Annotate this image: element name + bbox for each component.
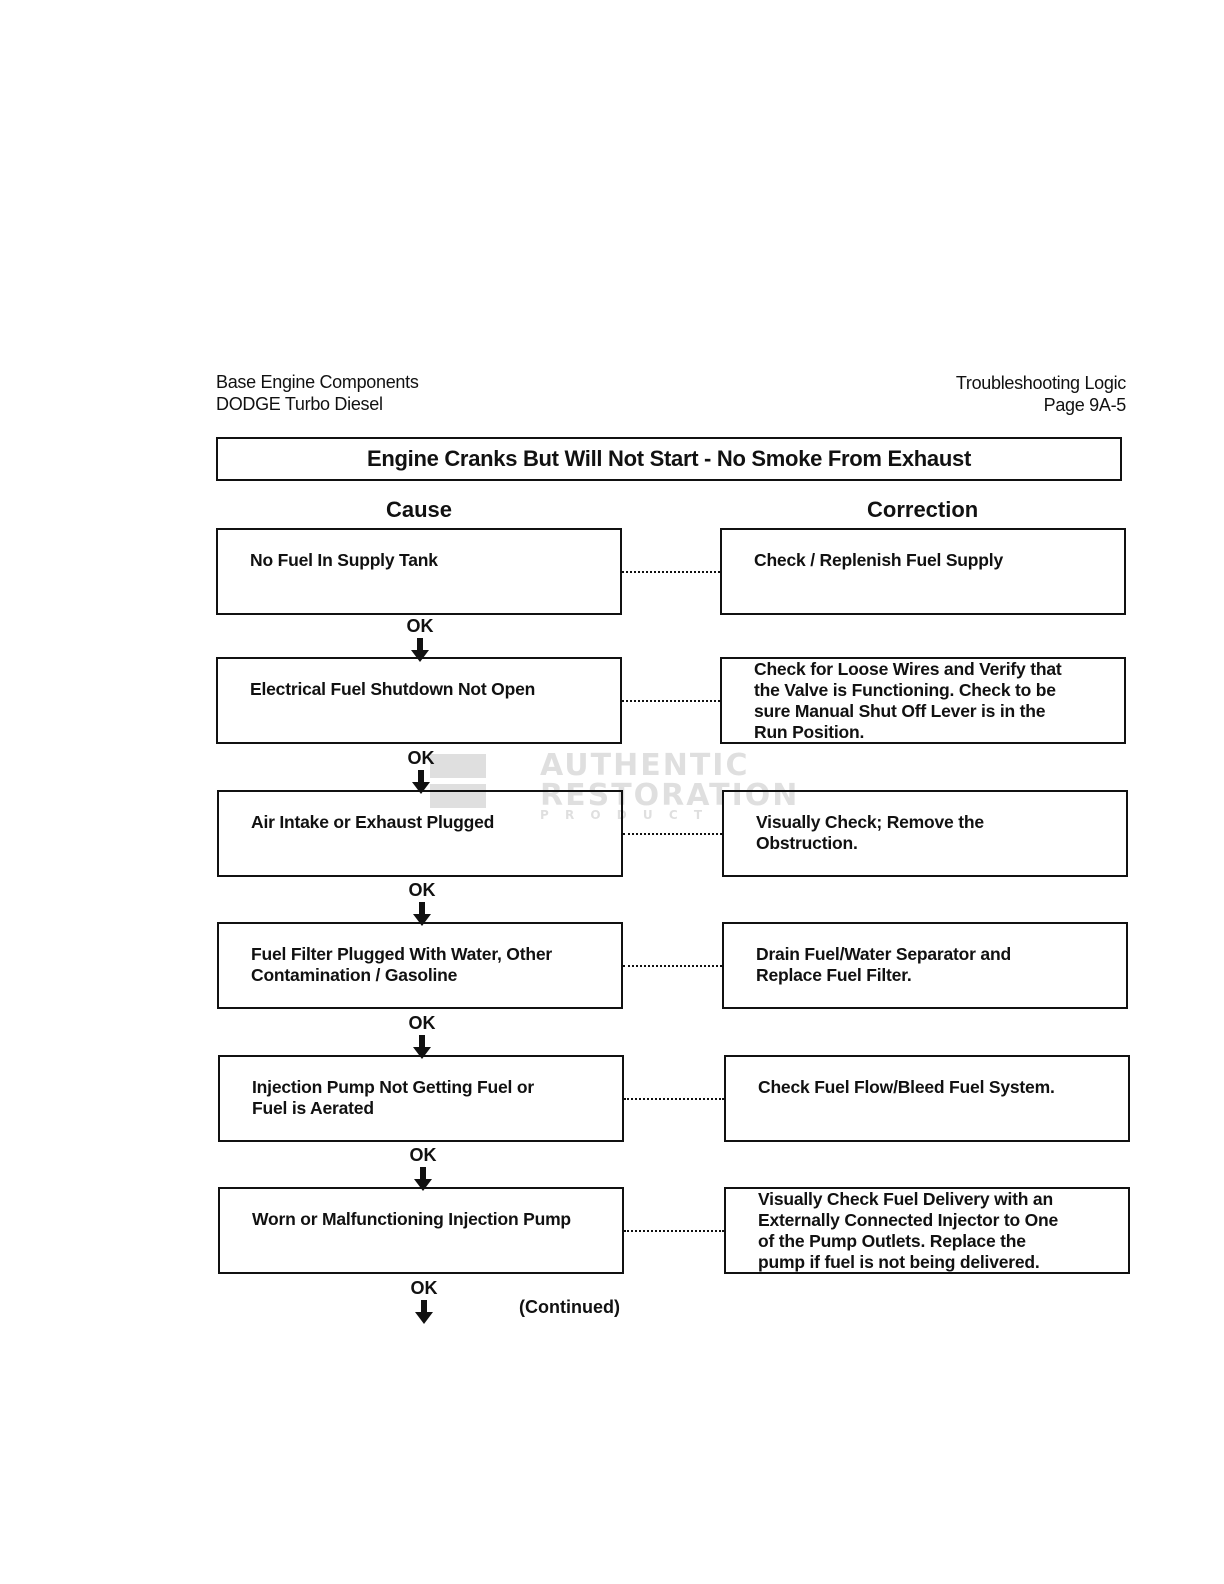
correction-column-heading: Correction — [867, 497, 979, 522]
cause-text-line: Electrical Fuel Shutdown Not Open — [250, 679, 536, 699]
header-chapter: Troubleshooting Logic — [955, 373, 1126, 393]
correction-box: Check Fuel Flow/Bleed Fuel System. — [724, 1055, 1130, 1142]
cause-text-line: Injection Pump Not Getting Fuel or — [252, 1077, 534, 1097]
cause-text-line: Worn or Malfunctioning Injection Pump — [252, 1209, 571, 1229]
dotted-connector — [622, 571, 720, 573]
dotted-connector — [623, 833, 722, 835]
dotted-connector — [623, 965, 722, 967]
correction-text-line: Visually Check; Remove the — [756, 812, 984, 832]
correction-text-line: Replace Fuel Filter. — [756, 965, 912, 985]
cause-box: Electrical Fuel Shutdown Not Open — [216, 657, 622, 744]
down-arrow-icon — [411, 638, 429, 662]
cause-text-line: Fuel is Aerated — [252, 1098, 374, 1118]
correction-text-line: the Valve is Functioning. Check to be — [754, 679, 1056, 700]
correction-text-line: Obstruction. — [756, 833, 858, 853]
dotted-connector — [622, 700, 720, 702]
correction-box: Check / Replenish Fuel Supply — [720, 528, 1126, 615]
header-section: Base Engine Components — [216, 372, 419, 392]
dotted-connector — [624, 1098, 724, 1100]
correction-text: Check Fuel Flow/Bleed Fuel System. — [758, 1077, 1118, 1098]
ok-label: OK — [406, 616, 434, 636]
cause-box: No Fuel In Supply Tank — [216, 528, 622, 615]
ok-label: OK — [407, 748, 435, 768]
correction-text-line: Check Fuel Flow/Bleed Fuel System. — [758, 1077, 1055, 1097]
down-arrow-icon — [413, 902, 431, 926]
correction-text-line: Run Position. — [754, 721, 865, 742]
cause-box: Air Intake or Exhaust Plugged — [217, 790, 623, 877]
correction-text-line: Visually Check Fuel Delivery with an — [758, 1188, 1053, 1209]
correction-text-line: Check / Replenish Fuel Supply — [754, 550, 1003, 570]
header-right: Troubleshooting Logic Page 9A-5 — [956, 372, 1126, 416]
cause-text-line: Fuel Filter Plugged With Water, Other — [251, 944, 552, 964]
header-page-number: Page 9A-5 — [1043, 395, 1127, 415]
cause-text-line: Contamination / Gasoline — [251, 965, 458, 985]
correction-text-line: sure Manual Shut Off Lever is in the — [754, 700, 1046, 721]
cause-column-heading: Cause — [386, 497, 453, 522]
ok-label: OK — [408, 880, 436, 900]
ok-label: OK — [408, 1013, 436, 1033]
cause-box: Worn or Malfunctioning Injection Pump — [218, 1187, 624, 1274]
watermark-line-1: AUTHENTIC — [540, 748, 750, 783]
correction-text: Check / Replenish Fuel Supply — [754, 550, 1114, 571]
cause-text-line: Air Intake or Exhaust Plugged — [251, 812, 495, 832]
cause-text-line: No Fuel In Supply Tank — [250, 550, 438, 570]
correction-text-line: Check for Loose Wires and Verify that — [754, 658, 1062, 679]
down-arrow-icon — [413, 1035, 431, 1059]
page-title: Engine Cranks But Will Not Start - No Sm… — [216, 437, 1122, 481]
correction-text-line: Externally Connected Injector to One — [758, 1209, 1059, 1230]
correction-text-line: pump if fuel is not being delivered. — [758, 1251, 1040, 1272]
header-vehicle: DODGE Turbo Diesel — [216, 394, 383, 414]
down-arrow-icon — [415, 1300, 433, 1324]
header-left: Base Engine Components DODGE Turbo Diese… — [216, 371, 419, 415]
dotted-connector — [624, 1230, 724, 1232]
down-arrow-icon — [412, 770, 430, 794]
correction-text-line: of the Pump Outlets. Replace the — [758, 1230, 1026, 1251]
down-arrow-icon — [414, 1167, 432, 1191]
ok-label: OK — [409, 1145, 437, 1165]
ok-label: OK — [410, 1278, 438, 1298]
correction-text-line: Drain Fuel/Water Separator and — [756, 944, 1011, 964]
continued-note: (Continued) — [519, 1297, 620, 1317]
